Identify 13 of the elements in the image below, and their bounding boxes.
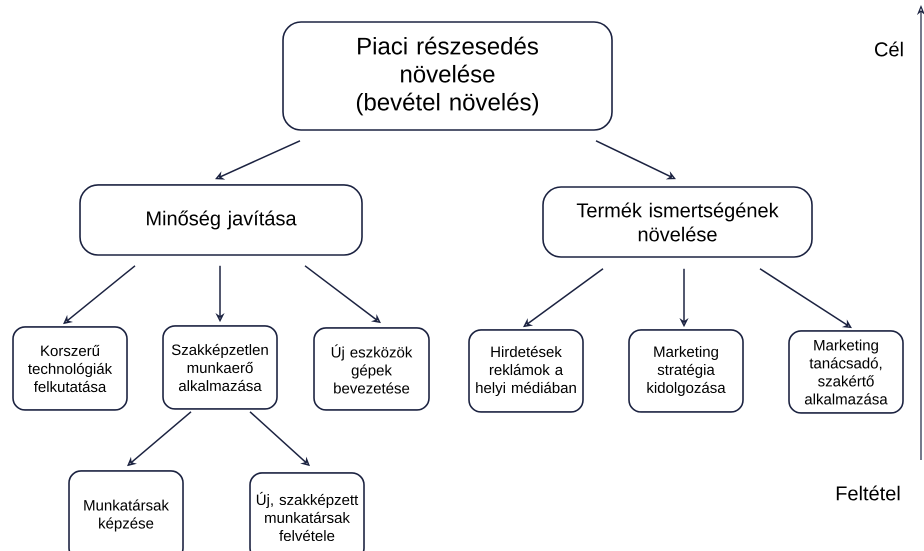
axis-label: Cél — [875, 42, 903, 56]
axis-label: Feltétel — [836, 486, 900, 500]
process-box: Új eszközök gépek bevezetése — [313, 327, 430, 411]
process-box: Hirdetések reklámok a helyi médiában — [468, 329, 584, 413]
process-box: Korszerű technológiák felkutatása — [12, 326, 128, 411]
process-box: Új, szakképzett munkatársak felvétele — [249, 472, 365, 551]
process-box: Marketing stratégia kidolgozása — [628, 329, 744, 413]
process-box: Munkatársak képzése — [68, 470, 184, 551]
process-box: Termék ismertségének növelése — [542, 186, 813, 258]
process-box: Szakképzetlen munkaerő alkalmazása — [162, 325, 278, 410]
process-box: Piaci részesedés növelése (bevétel növelés) — [282, 21, 613, 131]
process-box: Marketing tanácsadó, szakértő alkalmazása — [788, 330, 904, 414]
process-box: Minőség javítása — [79, 184, 363, 256]
